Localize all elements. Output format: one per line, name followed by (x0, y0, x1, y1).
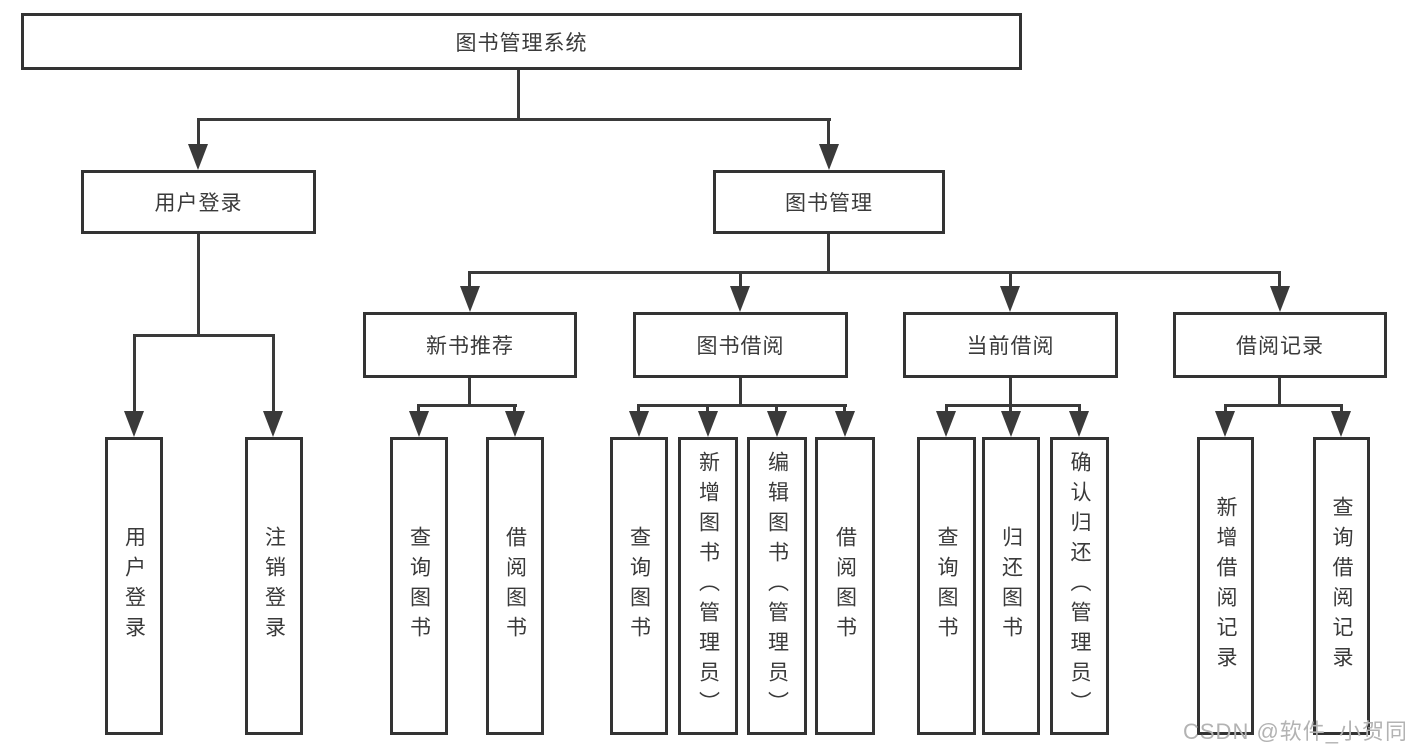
node-label: 借阅图书 (833, 526, 857, 646)
node-label: 借阅图书 (503, 526, 527, 646)
node-label: 新增借阅记录 (1214, 496, 1238, 676)
connector-line (468, 271, 1281, 274)
connector-line (417, 404, 517, 407)
connector-line (133, 334, 136, 414)
connector-line (272, 334, 275, 414)
leaf-query-books-recommend: 查询图书 (390, 437, 448, 735)
connector-line (1224, 404, 1227, 416)
leaf-query-books-current: 查询图书 (917, 437, 976, 735)
node-label: 归还图书 (999, 526, 1023, 646)
node-new-book-recommend: 新书推荐 (363, 312, 577, 378)
arrowhead-icon (730, 286, 750, 312)
leaf-edit-books-admin: 编辑图书（管理员） (747, 437, 807, 735)
connector-line (197, 118, 200, 147)
connector-line (1009, 378, 1012, 406)
connector-line (739, 378, 742, 406)
connector-line (197, 118, 831, 121)
arrowhead-icon (263, 411, 283, 437)
connector-line (1340, 404, 1343, 416)
leaf-query-books-borrow: 查询图书 (610, 437, 668, 735)
connector-line (1009, 404, 1012, 416)
connector-line (637, 404, 640, 416)
node-book-management: 图书管理 (713, 170, 945, 234)
connector-line (1224, 404, 1343, 407)
node-label: 注销登录 (262, 526, 286, 646)
connector-line (197, 234, 200, 337)
node-user-login: 用户登录 (81, 170, 316, 234)
arrowhead-icon (505, 411, 525, 437)
node-label: 查询图书 (627, 526, 651, 646)
arrowhead-icon (698, 411, 718, 437)
arrowhead-icon (835, 411, 855, 437)
csdn-watermark: CSDN @软件_小贺同学 (1183, 719, 1405, 744)
connector-line (468, 378, 471, 406)
arrowhead-icon (1215, 411, 1235, 437)
arrowhead-icon (124, 411, 144, 437)
connector-line (843, 404, 846, 416)
node-label: 新书推荐 (426, 335, 514, 358)
node-label: 借阅记录 (1236, 335, 1324, 358)
node-label: 用户登录 (154, 192, 243, 215)
arrowhead-icon (1069, 411, 1089, 437)
arrowhead-icon (936, 411, 956, 437)
leaf-confirm-return-admin: 确认归还（管理员） (1050, 437, 1109, 735)
connector-line (133, 334, 275, 337)
node-label: 图书借阅 (696, 335, 785, 358)
arrowhead-icon (409, 411, 429, 437)
connector-line (637, 404, 847, 407)
node-borrowing-records: 借阅记录 (1173, 312, 1387, 378)
node-label: 新增图书（管理员） (696, 451, 720, 721)
arrowhead-icon (819, 144, 839, 170)
arrowhead-icon (1331, 411, 1351, 437)
connector-line (513, 404, 516, 416)
connector-line (827, 118, 830, 147)
node-label: 图书管理 (785, 192, 873, 215)
arrowhead-icon (767, 411, 787, 437)
arrowhead-icon (1001, 411, 1021, 437)
leaf-borrow-books-recommend: 借阅图书 (486, 437, 544, 735)
arrowhead-icon (1270, 286, 1290, 312)
connector-line (417, 404, 420, 416)
leaf-add-books-admin: 新增图书（管理员） (678, 437, 738, 735)
node-label: 图书管理系统 (455, 31, 588, 55)
arrowhead-icon (188, 144, 208, 170)
node-root-system: 图书管理系统 (21, 13, 1022, 70)
node-label: 查询图书 (407, 526, 431, 646)
leaf-add-borrow-record: 新增借阅记录 (1197, 437, 1254, 735)
node-label: 查询图书 (935, 526, 959, 646)
connector-line (706, 404, 709, 416)
node-label: 用户登录 (122, 526, 146, 646)
leaf-return-books: 归还图书 (982, 437, 1040, 735)
leaf-query-borrow-record: 查询借阅记录 (1313, 437, 1370, 735)
arrowhead-icon (460, 286, 480, 312)
connector-line (739, 271, 742, 291)
connector-line (1278, 271, 1281, 291)
connector-line (775, 404, 778, 416)
leaf-logout: 注销登录 (245, 437, 303, 735)
node-current-borrowing: 当前借阅 (903, 312, 1118, 378)
connector-line (517, 69, 520, 121)
leaf-borrow-books: 借阅图书 (815, 437, 875, 735)
node-label: 确认归还（管理员） (1068, 451, 1092, 721)
connector-line (827, 234, 830, 274)
arrowhead-icon (1000, 286, 1020, 312)
node-book-borrowing: 图书借阅 (633, 312, 848, 378)
node-label: 编辑图书（管理员） (765, 451, 789, 721)
connector-line (945, 404, 948, 416)
connector-line (1278, 378, 1281, 406)
node-label: 当前借阅 (966, 335, 1055, 358)
connector-line (1009, 271, 1012, 291)
arrowhead-icon (629, 411, 649, 437)
connector-line (1078, 404, 1081, 416)
leaf-user-login: 用户登录 (105, 437, 163, 735)
node-label: 查询借阅记录 (1330, 496, 1354, 676)
connector-line (945, 404, 1081, 407)
connector-line (468, 271, 471, 291)
